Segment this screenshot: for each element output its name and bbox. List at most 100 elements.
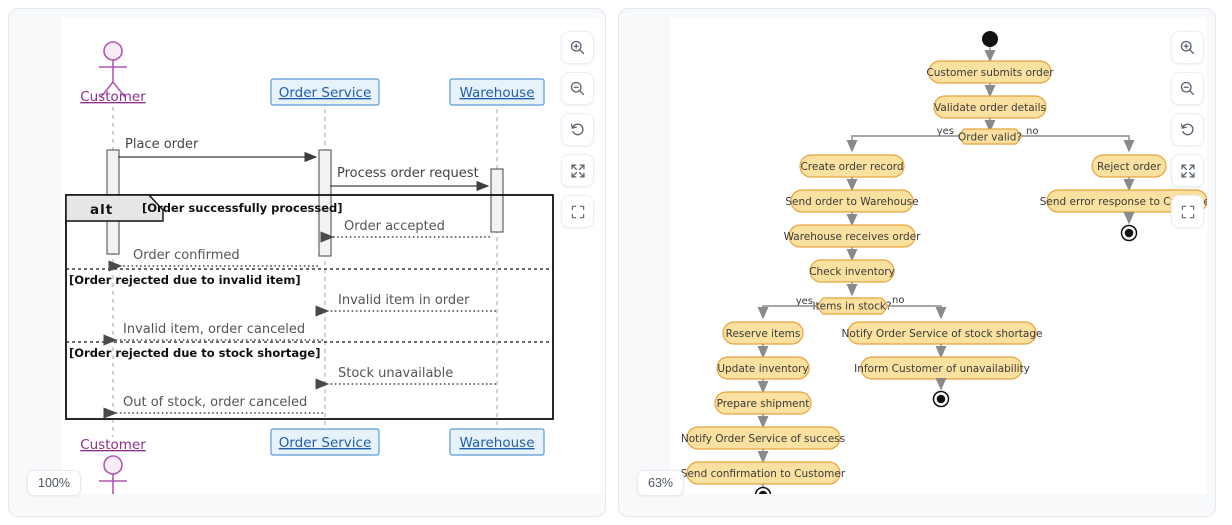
participant-order-service-top[interactable]: Order Service <box>270 78 380 106</box>
participant-label-warehouse-bottom: Warehouse <box>459 435 534 451</box>
activity-label: Reserve items <box>726 328 801 340</box>
sequence-diagram-panel: Customer Order Service Warehouse <box>8 8 606 517</box>
participant-label-warehouse-top: Warehouse <box>459 85 534 101</box>
zoom-out-icon <box>569 80 586 97</box>
alt-condition-1: [Order successfully processed] <box>142 201 343 215</box>
activation-bar-order-service <box>318 149 332 257</box>
sequence-diagram-canvas[interactable]: Customer Order Service Warehouse <box>61 17 605 494</box>
participant-label-customer-bottom: Customer <box>80 437 146 453</box>
participant-box <box>270 428 380 456</box>
activity-node-notify-order-service-of-success[interactable]: Notify Order Service of success <box>681 426 845 450</box>
activity-node-prepare-shipment[interactable]: Prepare shipment <box>714 391 812 415</box>
participant-warehouse-top[interactable]: Warehouse <box>449 78 545 106</box>
activity-node-reject-order[interactable]: Reject order <box>1091 154 1167 178</box>
fullscreen-button[interactable] <box>1171 195 1204 228</box>
reset-button[interactable] <box>1171 113 1204 146</box>
activity-label: Warehouse receives order <box>784 231 922 243</box>
zoom-out-button[interactable] <box>1171 72 1204 105</box>
activity-label: Check inventory <box>809 266 895 278</box>
branch-label-no: no <box>892 295 904 306</box>
message-invalid-item-in-order: Invalid item in order <box>315 293 496 317</box>
activity-node-warehouse-receives-order[interactable]: Warehouse receives order <box>784 224 922 248</box>
participant-box <box>449 428 545 456</box>
activity-diagram-svg: Customer submits order Validate order de… <box>681 31 1207 494</box>
fullscreen-icon <box>570 204 586 220</box>
zoom-in-icon <box>1179 39 1196 56</box>
activity-diagram-canvas[interactable]: Customer submits order Validate order de… <box>671 17 1207 494</box>
alt-condition-3: [Order rejected due to stock shortage] <box>69 346 320 360</box>
participant-box <box>270 78 380 106</box>
decision-node-items-in-stock[interactable]: Items in stock? <box>812 297 892 315</box>
activity-label: Send error response to Customer <box>1040 196 1207 208</box>
alt-fragment-tag <box>65 194 164 222</box>
end-node-reject-branch <box>1120 224 1138 242</box>
message-order-confirmed: Order confirmed <box>108 248 318 272</box>
zoom-in-button[interactable] <box>1171 31 1204 64</box>
participant-label-customer-top: Customer <box>80 89 146 105</box>
activity-label: Inform Customer of unavailability <box>854 363 1030 375</box>
alt-fragment: alt [Order successfully processed] [Orde… <box>65 194 554 420</box>
branch-label-yes: yes <box>937 126 954 137</box>
decision-label: Items in stock? <box>812 301 891 313</box>
zoom-out-button[interactable] <box>561 72 594 105</box>
actor-head-icon <box>103 41 123 61</box>
activity-node-send-confirmation-to-customer[interactable]: Send confirmation to Customer <box>681 461 846 485</box>
message-label: Invalid item, order canceled <box>123 322 305 337</box>
fullscreen-icon <box>1180 204 1196 220</box>
participant-customer-top[interactable]: Customer <box>80 41 146 105</box>
activation-bar-warehouse <box>490 168 504 233</box>
activity-label: Notify Order Service of success <box>681 433 845 445</box>
alt-operator-label: alt <box>90 202 113 218</box>
participant-warehouse-bottom[interactable]: Warehouse <box>449 428 545 456</box>
message-label: Out of stock, order canceled <box>123 395 307 410</box>
message-process-order-request: Process order request <box>330 166 490 192</box>
fit-screen-button[interactable] <box>561 154 594 187</box>
activity-label: Send order to Warehouse <box>785 196 918 208</box>
start-node-icon <box>982 31 998 47</box>
activity-label: Send confirmation to Customer <box>681 468 846 480</box>
participant-order-service-bottom[interactable]: Order Service <box>270 428 380 456</box>
activity-diagram-panel: Customer submits order Validate order de… <box>618 8 1216 517</box>
alt-fragment-frame <box>65 194 554 420</box>
message-stock-unavailable: Stock unavailable <box>315 366 496 390</box>
activity-node-validate-order-details[interactable]: Validate order details <box>933 95 1047 119</box>
activity-node-update-inventory[interactable]: Update inventory <box>716 356 810 380</box>
fit-screen-icon <box>570 163 586 179</box>
sequence-diagram-svg: Customer Order Service Warehouse <box>65 41 554 494</box>
message-out-of-stock-order-canceled: Out of stock, order canceled <box>103 395 323 419</box>
message-label: Process order request <box>337 166 479 181</box>
message-label: Place order <box>125 137 199 152</box>
activity-node-reserve-items[interactable]: Reserve items <box>722 321 804 345</box>
activity-label: Reject order <box>1097 161 1162 173</box>
reset-icon <box>569 121 586 138</box>
alt-condition-2: [Order rejected due to invalid item] <box>69 273 301 287</box>
activity-diagram-toolbar <box>1171 31 1204 228</box>
decision-label: Order valid? <box>958 132 1022 144</box>
zoom-level-badge[interactable]: 63% <box>637 470 685 496</box>
message-place-order: Place order <box>118 137 318 163</box>
activity-node-send-order-to-warehouse[interactable]: Send order to Warehouse <box>785 189 919 213</box>
activity-node-check-inventory[interactable]: Check inventory <box>809 259 895 283</box>
activity-node-customer-submits-order[interactable]: Customer submits order <box>926 60 1054 84</box>
activity-label: Notify Order Service of stock shortage <box>842 328 1043 340</box>
branch-label-no: no <box>1026 126 1038 137</box>
decision-node-order-valid[interactable]: Order valid? <box>957 128 1023 145</box>
zoom-level-badge[interactable]: 100% <box>27 470 81 496</box>
activity-label: Create order record <box>800 161 903 173</box>
message-invalid-item-order-canceled: Invalid item, order canceled <box>103 322 323 346</box>
participant-customer-bottom[interactable]: Customer <box>80 437 146 494</box>
reset-button[interactable] <box>561 113 594 146</box>
fullscreen-button[interactable] <box>561 195 594 228</box>
activity-node-inform-customer-of-unavailability[interactable]: Inform Customer of unavailability <box>854 356 1030 380</box>
message-label: Order confirmed <box>133 248 240 263</box>
zoom-in-button[interactable] <box>561 31 594 64</box>
message-label: Order accepted <box>344 219 445 234</box>
participant-label-order-service-bottom: Order Service <box>279 435 372 451</box>
fit-screen-button[interactable] <box>1171 154 1204 187</box>
activity-node-create-order-record[interactable]: Create order record <box>799 154 905 178</box>
end-node-success-branch <box>754 486 772 494</box>
activity-label: Customer submits order <box>926 67 1054 79</box>
end-node-shortage-branch <box>932 390 950 408</box>
activity-node-notify-order-service-of-stock-shortage[interactable]: Notify Order Service of stock shortage <box>842 321 1043 345</box>
